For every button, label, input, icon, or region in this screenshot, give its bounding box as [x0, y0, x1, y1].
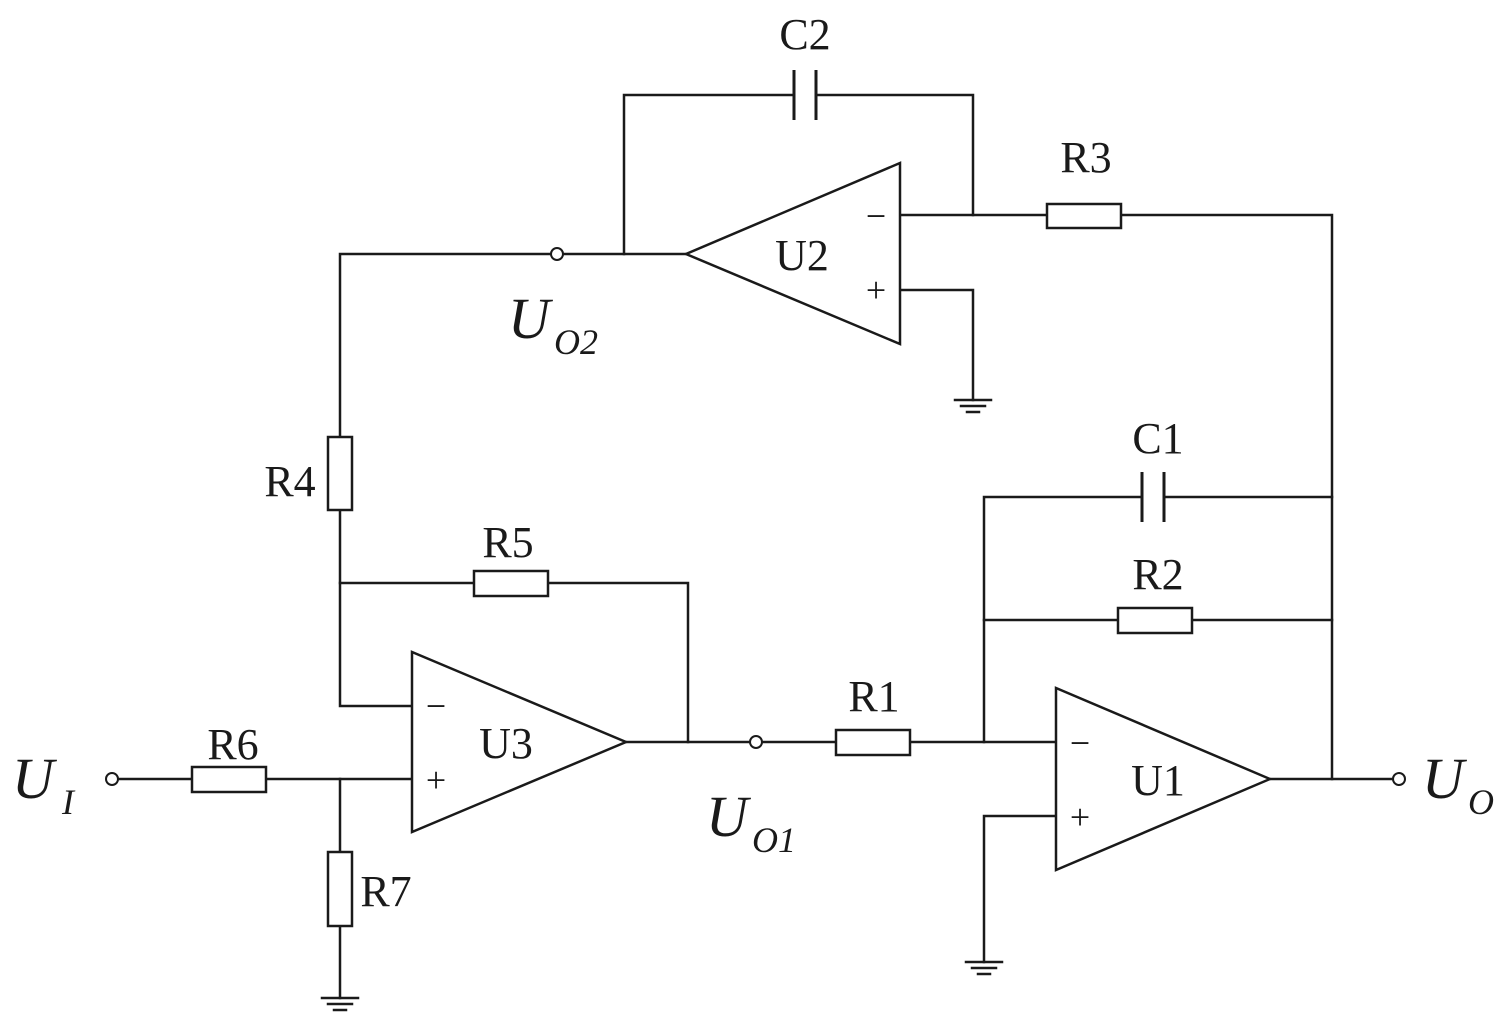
- label-uo2-sub: O2: [554, 322, 598, 362]
- label-output-sub: O: [1468, 782, 1494, 822]
- opamp-u3: U3 − +: [410, 650, 630, 834]
- opamp-u3-label: U3: [479, 719, 533, 768]
- resistor-r2: R2: [1116, 550, 1194, 635]
- opamp-u3-minus: −: [426, 686, 446, 726]
- resistor-r1: R1: [834, 672, 912, 757]
- opamp-u2-minus: −: [866, 196, 886, 236]
- resistor-r4-label: R4: [264, 457, 315, 506]
- opamp-u2-plus: +: [866, 270, 886, 310]
- ground-symbol-u1: [964, 960, 1004, 976]
- opamp-u1: U1 − +: [1054, 686, 1274, 872]
- label-input-ui: U I: [12, 746, 76, 822]
- output-terminal: [1392, 772, 1406, 786]
- resistor-r4: R4: [264, 435, 354, 512]
- resistor-r6-label: R6: [207, 720, 258, 769]
- label-uo2: U O2: [508, 286, 598, 362]
- opamp-u2: U2 − +: [682, 161, 902, 346]
- capacitor-c1: C1: [1132, 414, 1184, 522]
- label-output-main: U: [1422, 746, 1468, 811]
- capacitor-c1-label: C1: [1132, 414, 1183, 463]
- input-terminal: [105, 772, 119, 786]
- label-uo1: U O1: [706, 784, 796, 860]
- opamp-u2-label: U2: [775, 231, 829, 280]
- resistor-r2-label: R2: [1132, 550, 1183, 599]
- resistor-r7: R7: [326, 850, 412, 928]
- label-input-main: U: [12, 746, 58, 811]
- ground-symbol-u2: [953, 398, 993, 414]
- resistor-r3-label: R3: [1060, 133, 1111, 182]
- label-input-sub: I: [61, 782, 76, 822]
- label-uo1-main: U: [706, 784, 752, 849]
- label-uo1-sub: O1: [752, 820, 796, 860]
- resistor-r7-label: R7: [360, 867, 411, 916]
- resistor-r1-label: R1: [848, 672, 899, 721]
- capacitor-c2-label: C2: [779, 10, 830, 59]
- uo2-terminal: [550, 247, 564, 261]
- ground-symbol-r7: [320, 996, 360, 1012]
- opamp-u1-minus: −: [1070, 723, 1090, 763]
- resistor-r5: R5: [472, 518, 550, 598]
- label-uo2-main: U: [508, 286, 554, 351]
- opamp-u1-plus: +: [1070, 797, 1090, 837]
- label-output-uo: U O: [1422, 746, 1494, 822]
- capacitor-c2: C2: [779, 10, 831, 120]
- resistor-r6: R6: [190, 720, 268, 794]
- resistor-r3: R3: [1045, 133, 1123, 230]
- wires: [116, 93, 1395, 1000]
- opamp-u1-label: U1: [1131, 756, 1185, 805]
- uo1-terminal: [749, 735, 763, 749]
- resistor-r5-label: R5: [482, 518, 533, 567]
- opamp-u3-plus: +: [426, 760, 446, 800]
